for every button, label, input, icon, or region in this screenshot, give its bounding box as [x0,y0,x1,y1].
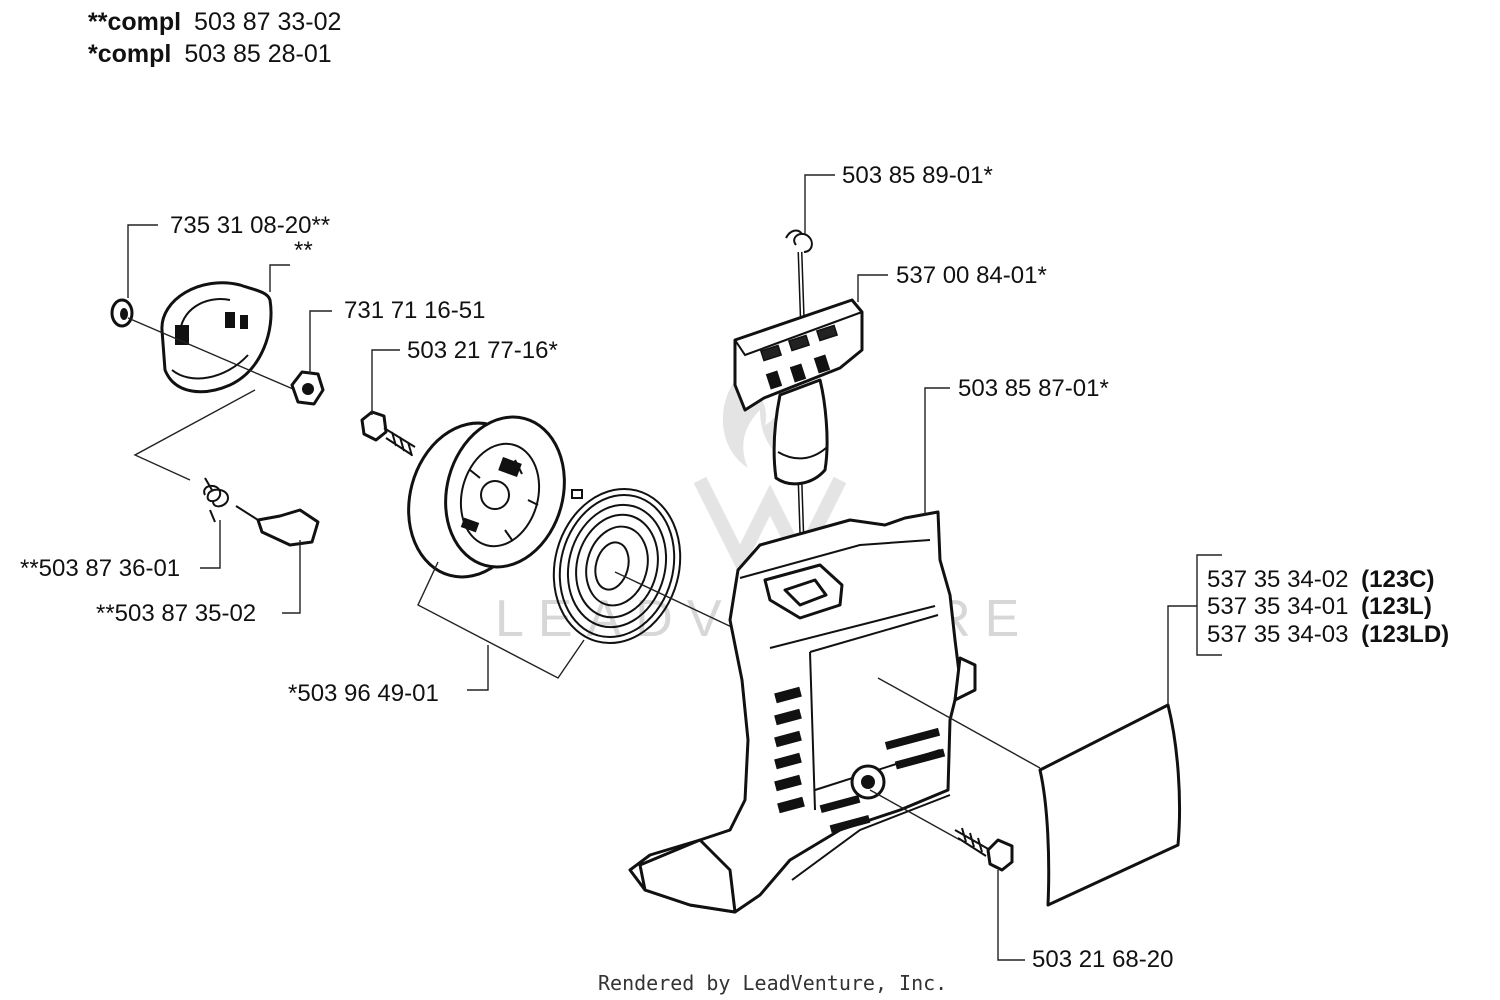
callout-handle: 537 00 84-01* [896,262,1047,289]
pulley-part[interactable] [392,404,581,591]
callout-spring: **503 87 36-01 [20,555,180,582]
assembly-line-1-prefix: **compl [88,8,181,36]
decal-1-number: 537 35 34-02 [1207,566,1348,593]
screw-bottom-part[interactable] [954,827,1014,872]
decal-3-model: (123LD) [1361,621,1449,648]
nut-part[interactable] [290,370,325,406]
assembly-line-1-number: 503 87 33-02 [194,8,341,36]
assembly-line-2-number: 503 85 28-01 [184,40,331,68]
callout-nut: 731 71 16-51 [344,297,485,324]
callout-washer: 735 31 08-20** [170,212,330,239]
decal-line-1: 537 35 34-02 (123C) [1207,566,1435,593]
starter-cover-part[interactable] [160,281,273,394]
starter-housing-part[interactable] [628,510,977,914]
leader-lines [127,174,1222,961]
footer-credit: Rendered by LeadVenture, Inc. [598,971,947,995]
callout-pulley-spring: *503 96 49-01 [288,680,439,707]
decal-line-3: 537 35 34-03 (123LD) [1207,621,1449,648]
callout-rope: 503 85 89-01* [842,162,993,189]
decal-part[interactable] [1038,703,1182,907]
callout-screw-top: 503 21 77-16* [407,337,558,364]
decal-2-model: (123L) [1361,593,1432,620]
washer-part[interactable] [110,298,134,328]
decal-2-number: 537 35 34-01 [1207,593,1348,620]
callout-screw-bottom: 503 21 68-20 [1032,946,1173,973]
assembly-line-2: *compl 503 85 28-01 [88,40,332,68]
callout-cover: ** [294,237,313,264]
recoil-spring-part[interactable] [537,475,697,658]
small-spring-part[interactable] [203,477,230,523]
callout-pawl: **503 87 35-02 [96,600,256,627]
decal-line-2: 537 35 34-01 (123L) [1207,593,1432,620]
decal-3-number: 537 35 34-03 [1207,621,1348,648]
pawl-part[interactable] [235,505,320,547]
assembly-line-2-prefix: *compl [88,40,171,68]
assembly-line-1: **compl 503 87 33-02 [88,8,341,36]
screw-top-part[interactable] [360,410,416,457]
callout-housing: 503 85 87-01* [958,375,1109,402]
handle-part[interactable] [733,298,864,486]
decal-1-model: (123C) [1361,566,1434,593]
